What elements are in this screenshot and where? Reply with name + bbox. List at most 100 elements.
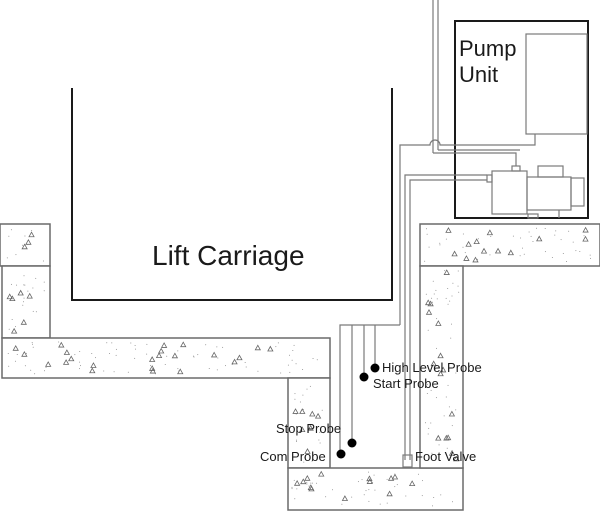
aggregate-mark	[480, 247, 488, 254]
aggregate-dot	[303, 461, 305, 463]
aggregate-dot	[462, 246, 464, 248]
aggregate-dot	[449, 300, 451, 302]
aggregate-dot	[447, 303, 449, 305]
aggregate-mark	[445, 227, 452, 233]
aggregate-dot	[32, 287, 34, 289]
aggregate-mark	[307, 424, 314, 431]
aggregate-dot	[304, 457, 306, 459]
aggregate-mark	[386, 490, 393, 497]
aggregate-dot	[7, 353, 9, 355]
aggregate-dot	[431, 301, 433, 303]
aggregate-dot	[15, 326, 17, 328]
aggregate-mark	[177, 368, 184, 375]
aggregate-dot	[433, 497, 435, 499]
aggregate-dot	[8, 235, 10, 237]
aggregate-mark	[26, 292, 33, 299]
pump-motor	[486, 165, 585, 219]
aggregate-mark	[507, 249, 515, 256]
aggregate-dot	[111, 342, 113, 344]
aggregate-dot	[450, 337, 452, 339]
aggregate-dot	[294, 398, 296, 400]
aggregate-dot	[216, 369, 218, 371]
aggregate-mark	[21, 243, 28, 250]
aggregate-dot	[430, 389, 432, 391]
aggregate-dot	[566, 260, 568, 262]
aggregate-dot	[583, 235, 585, 237]
aggregate-mark	[341, 495, 349, 501]
aggregate-dot	[295, 439, 297, 441]
aggregate-mark	[68, 355, 75, 362]
aggregate-dot	[22, 244, 24, 246]
aggregate-dot	[311, 460, 313, 462]
aggregate-dot	[311, 482, 313, 484]
aggregate-dot	[427, 329, 429, 331]
aggregate-dot	[368, 489, 370, 491]
aggregate-mark	[304, 448, 311, 454]
aggregate-dot	[373, 474, 375, 476]
aggregate-dot	[405, 495, 407, 497]
aggregate-dot	[308, 485, 310, 487]
aggregate-mark	[17, 289, 24, 296]
aggregate-mark	[435, 434, 442, 441]
aggregate-dot	[197, 354, 199, 356]
aggregate-dot	[31, 342, 33, 344]
aggregate-mark	[25, 239, 32, 245]
aggregate-dot	[217, 357, 219, 359]
aggregate-dot	[280, 372, 282, 374]
start-probe-label: Start Probe	[373, 376, 439, 391]
aggregate-dot	[24, 365, 26, 367]
aggregate-mark	[63, 349, 71, 355]
aggregate-dot	[536, 227, 538, 229]
aggregate-dot	[572, 241, 574, 243]
aggregate-dot	[257, 370, 259, 372]
aggregate-dot	[302, 369, 304, 371]
aggregate-dot	[445, 238, 447, 240]
stop-probe	[347, 438, 357, 448]
aggregate-dot	[22, 304, 24, 306]
aggregate-dot	[134, 357, 136, 359]
aggregate-dot	[16, 353, 18, 355]
aggregate-dot	[58, 341, 60, 343]
aggregate-dot	[291, 486, 293, 488]
aggregate-dot	[32, 310, 34, 312]
control-panel	[525, 33, 588, 135]
aggregate-mark	[12, 345, 19, 351]
aggregate-dot	[306, 483, 308, 485]
aggregate-dot	[361, 479, 363, 481]
aggregate-dot	[306, 481, 308, 483]
aggregate-dot	[394, 473, 396, 475]
aggregate-dot	[289, 371, 291, 373]
aggregate-dot	[430, 422, 432, 424]
aggregate-dot	[80, 365, 82, 367]
aggregate-dot	[579, 250, 581, 252]
aggregate-dot	[351, 496, 353, 498]
aggregate-dot	[27, 290, 29, 292]
aggregate-dot	[45, 366, 47, 368]
aggregate-dot	[291, 488, 293, 490]
aggregate-dot	[489, 254, 491, 256]
aggregate-dot	[106, 342, 108, 344]
aggregate-dot	[575, 250, 577, 252]
aggregate-dot	[317, 457, 319, 459]
aggregate-dot	[164, 363, 166, 365]
aggregate-dot	[374, 489, 376, 491]
aggregate-dot	[528, 231, 530, 233]
aggregate-dot	[32, 343, 34, 345]
aggregate-mark	[465, 240, 472, 247]
aggregate-dot	[396, 484, 398, 486]
aggregate-dot	[309, 385, 311, 387]
aggregate-dot	[452, 282, 454, 284]
aggregate-mark	[299, 426, 306, 433]
start-probe	[359, 372, 369, 382]
aggregate-dot	[589, 254, 591, 256]
aggregate-dot	[287, 364, 289, 366]
aggregate-dot	[357, 481, 359, 483]
aggregate-dot	[318, 439, 320, 441]
aggregate-dot	[309, 424, 311, 426]
high-level-probe-label: High Level Probe	[382, 360, 482, 375]
aggregate-dot	[439, 242, 441, 244]
aggregate-dot	[130, 342, 132, 344]
aggregate-dot	[319, 431, 321, 433]
aggregate-dot	[451, 295, 453, 297]
